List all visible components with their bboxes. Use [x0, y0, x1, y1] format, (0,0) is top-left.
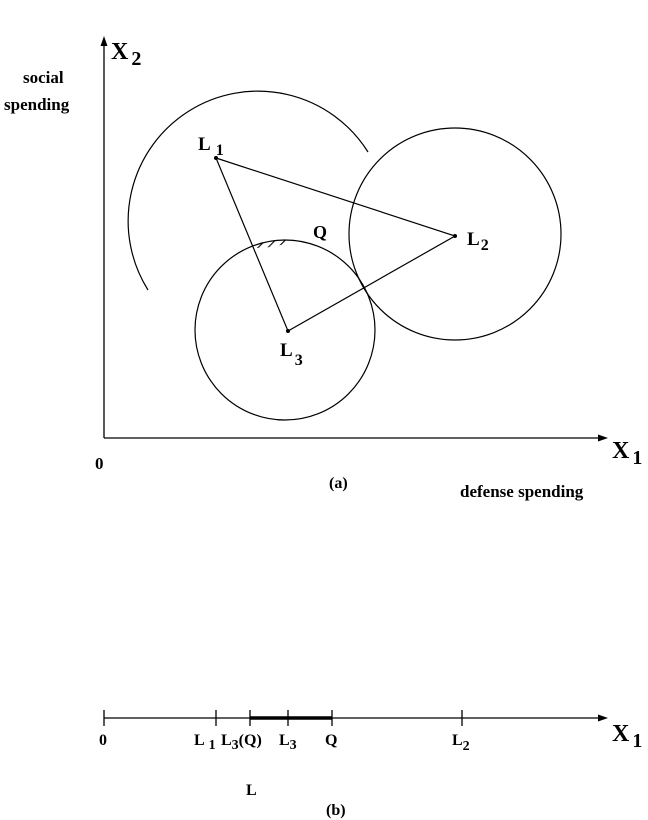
tick-label-q: Q — [325, 732, 337, 749]
origin-label-b: 0 — [99, 732, 107, 749]
ideal-point-l1 — [214, 156, 218, 160]
y-axis-description-line2: spending — [4, 95, 70, 114]
y-axis-arrowhead — [100, 36, 108, 46]
x-axis-b-arrowhead — [598, 714, 608, 722]
point-label-q: Q — [313, 222, 327, 242]
point-label-l2: L2 — [467, 229, 489, 254]
origin-label-a: 0 — [95, 454, 104, 473]
x-axis-arrowhead — [598, 434, 608, 442]
below-axis-label: L — [246, 782, 257, 799]
ideal-point-l2 — [453, 234, 457, 238]
indifference-curve-l1 — [127, 90, 369, 291]
tick-label-l3-q: L3(Q) — [221, 732, 262, 753]
indifference-curve-l2 — [348, 127, 562, 341]
tick-label-l2: L2 — [452, 732, 470, 754]
ideal-point-triangle — [214, 157, 457, 332]
ideal-point-l3 — [286, 329, 290, 333]
y-axis-description-line1: social — [23, 68, 64, 87]
caption-b: (b) — [326, 802, 346, 819]
caption-a: (a) — [329, 475, 348, 492]
tick-label-l3: L3 — [279, 732, 297, 753]
indifference-curve-l3 — [194, 239, 376, 421]
x-axis-description: defense spending — [460, 482, 584, 501]
